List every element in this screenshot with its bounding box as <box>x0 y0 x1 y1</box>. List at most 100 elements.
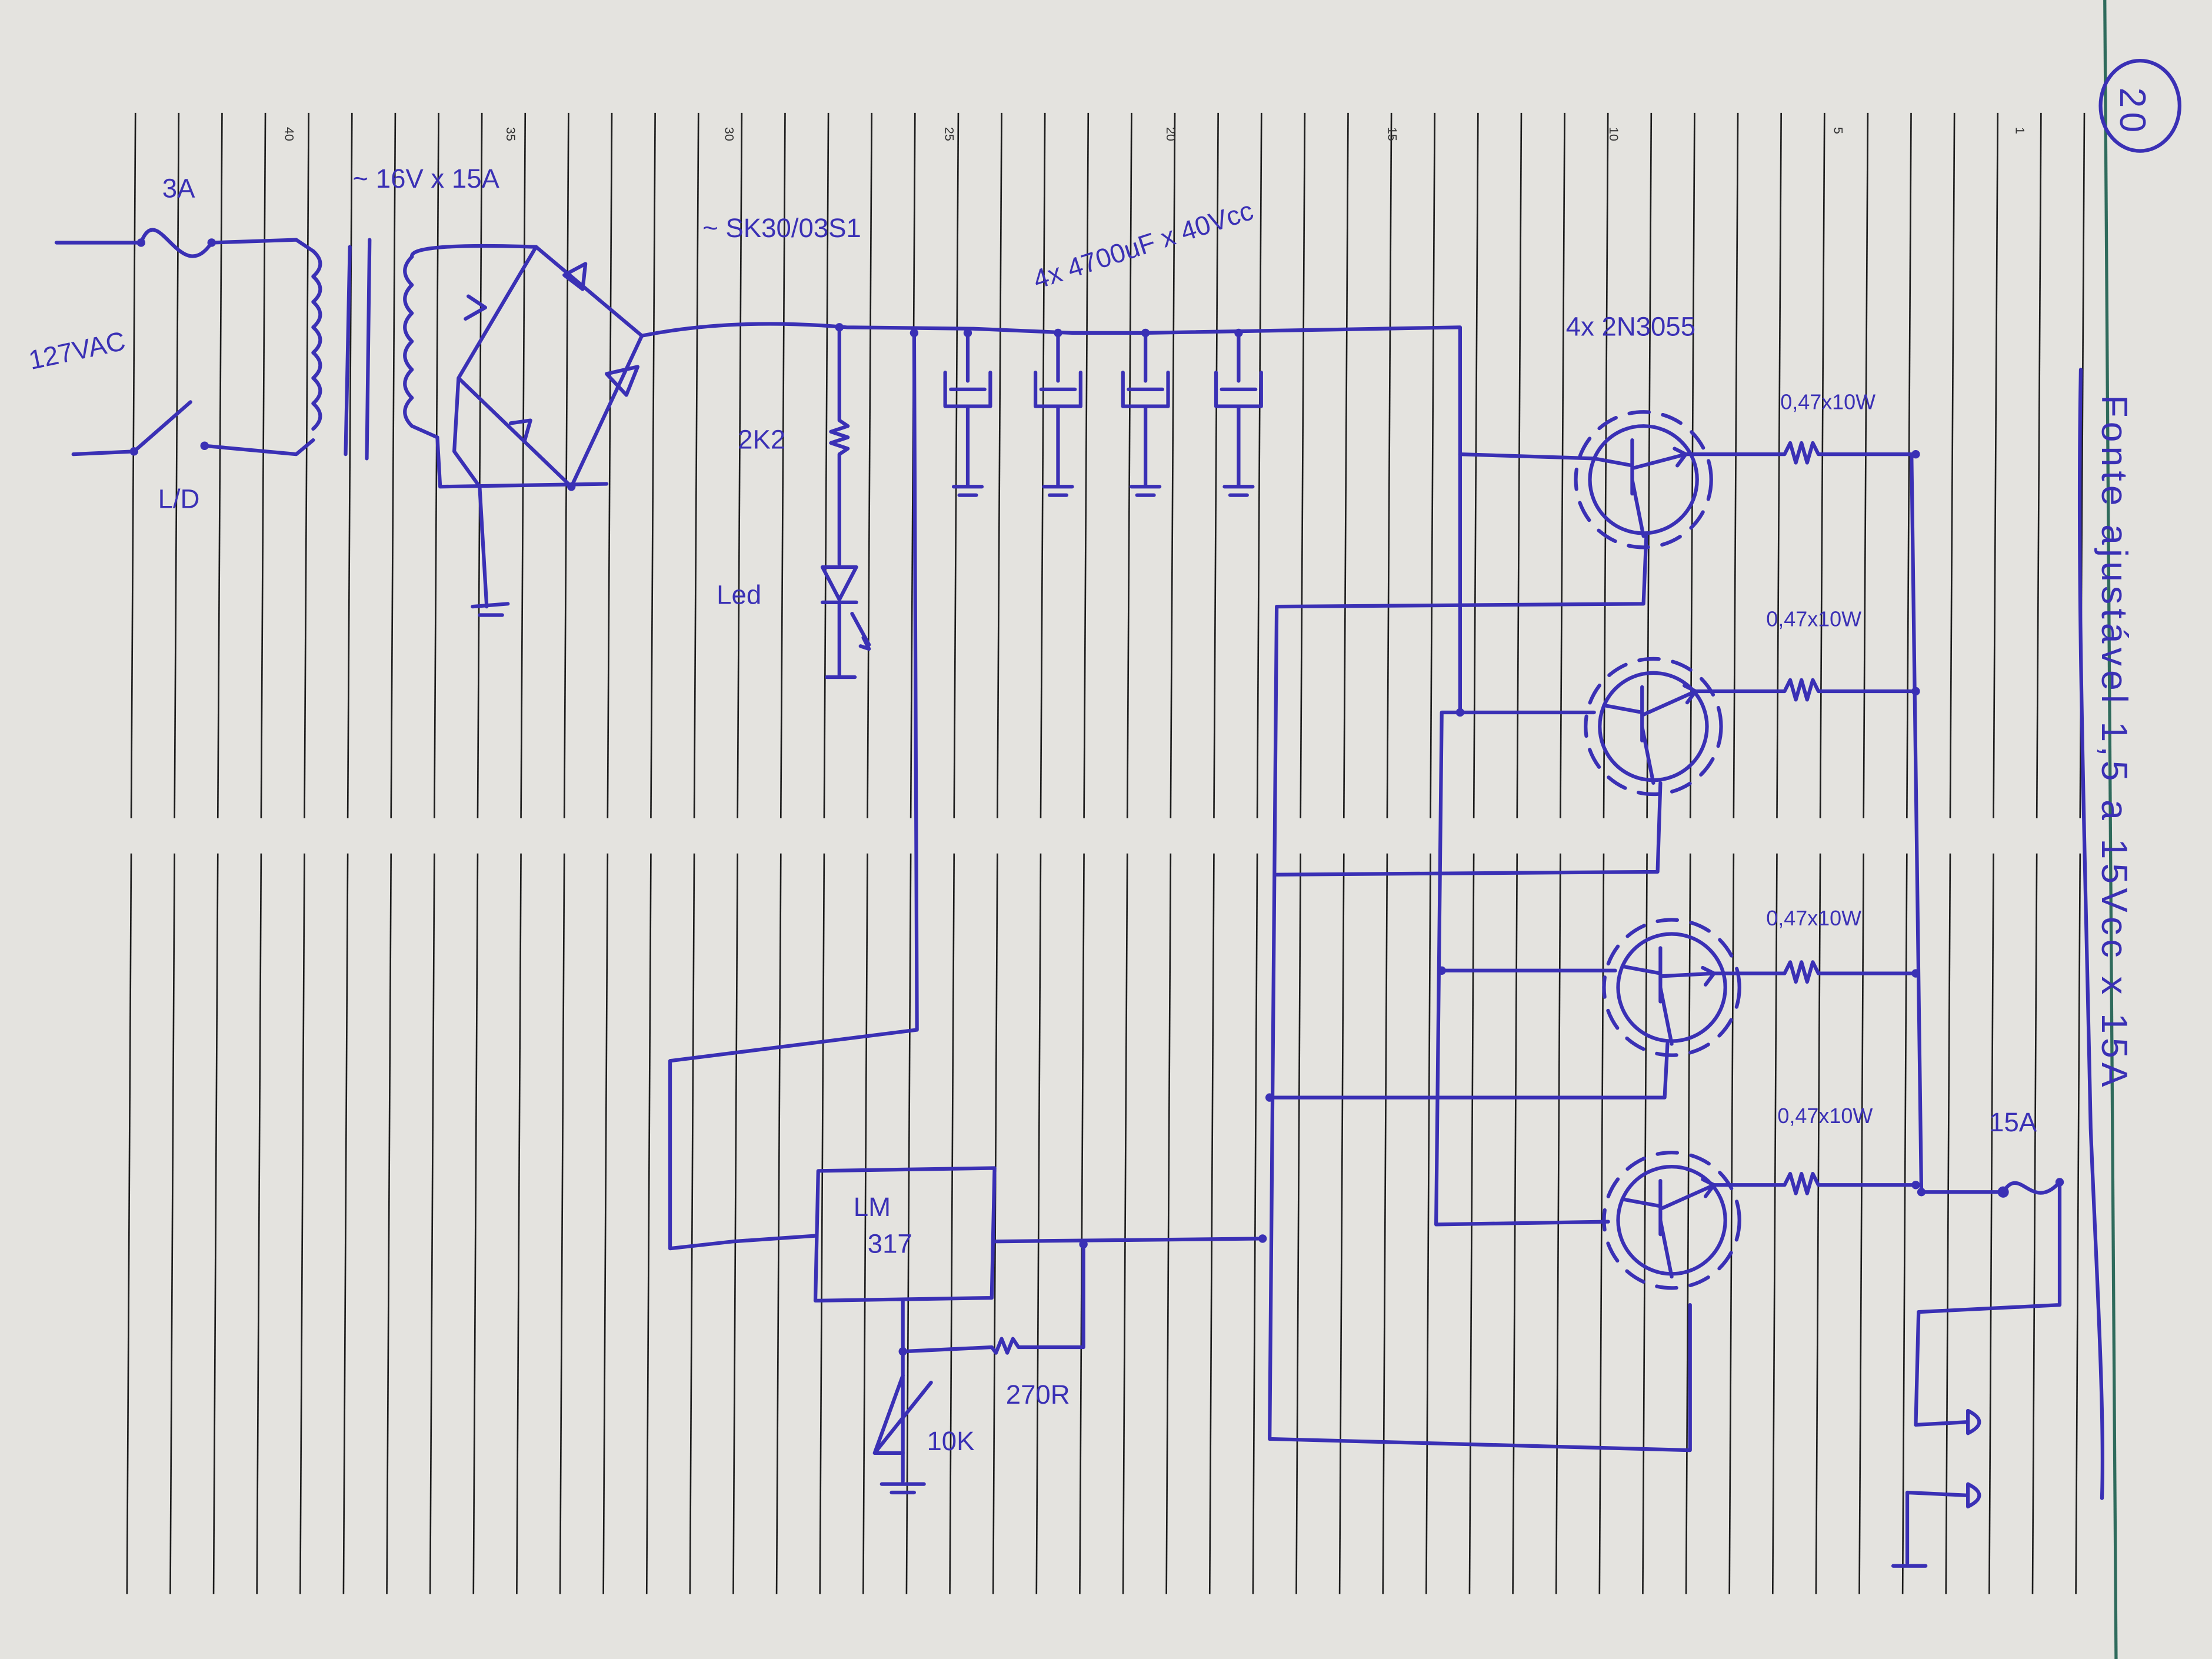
ruled-line <box>1430 112 1436 818</box>
page-number: 20 <box>2098 58 2181 153</box>
dc-rail <box>639 322 1596 461</box>
ruled-line <box>949 853 955 1594</box>
transistor-2n3055 <box>1584 657 1723 797</box>
ruled-line <box>1771 853 1778 1594</box>
ruled-line <box>169 853 175 1594</box>
capacitor-bank <box>943 328 1263 497</box>
potentiometer-label: 10K <box>927 1426 974 1456</box>
ruled-line <box>1993 112 1999 818</box>
ruled-line <box>260 112 266 818</box>
electrolytic-capacitor <box>1033 328 1082 497</box>
ruled-line <box>1858 853 1865 1594</box>
ruled-line <box>299 853 305 1594</box>
ruled-line <box>216 112 223 818</box>
ruled-line <box>862 853 868 1594</box>
ruled-line <box>953 112 960 818</box>
ruled-line <box>1776 112 1782 818</box>
emitter-resistor-label: 0,47x10W <box>1777 1104 1873 1128</box>
ruled-line <box>1728 853 1735 1594</box>
ruled-line <box>126 853 132 1594</box>
ruled-line <box>1906 112 1912 818</box>
ruled-line <box>1819 112 1825 818</box>
ruled-line <box>304 112 309 818</box>
ruled-line <box>516 853 522 1594</box>
margin-line <box>2103 0 2118 1659</box>
line-number: 20 <box>1164 127 1178 141</box>
ruled-lines <box>126 112 2086 1594</box>
ruled-line <box>1126 112 1132 818</box>
transistor-2n3055 <box>1602 918 1741 1057</box>
ruled-line <box>347 112 353 818</box>
ruled-line <box>693 112 699 818</box>
emitter-resistor <box>1712 960 1920 984</box>
ruled-line <box>732 853 738 1594</box>
line-number: 30 <box>722 127 737 141</box>
transistor-2n3055 <box>1574 410 1713 549</box>
ruled-line <box>1425 853 1431 1594</box>
ruled-line <box>212 853 219 1594</box>
ruled-line <box>650 112 656 818</box>
ruled-line <box>1208 853 1215 1594</box>
led-label: Led <box>717 579 761 609</box>
electrolytic-capacitor <box>1121 328 1170 497</box>
title-bracket <box>2077 368 2105 1500</box>
ruled-line <box>645 853 652 1594</box>
ruled-line <box>130 112 136 818</box>
transistors-label: 4x 2N3055 <box>1566 312 1695 342</box>
line-number: 1 <box>2013 127 2028 134</box>
ruled-line <box>520 112 527 818</box>
ruled-line <box>1170 112 1176 818</box>
ruled-line <box>563 112 569 818</box>
ruled-line <box>1256 112 1262 818</box>
led-branch <box>820 323 871 679</box>
emitter-resistor <box>1684 441 1920 465</box>
line-number: 25 <box>942 127 957 141</box>
ruled-line <box>1560 112 1565 818</box>
line-number: 10 <box>1607 127 1621 141</box>
ruled-line <box>1342 112 1349 818</box>
ruled-line <box>2031 853 2038 1594</box>
line-number: 35 <box>504 127 518 141</box>
ruled-line <box>1815 853 1821 1594</box>
ruled-line <box>472 853 479 1594</box>
emitter-resistor-label: 0,47x10W <box>1766 906 1861 930</box>
ruled-line <box>1035 853 1042 1594</box>
ruled-line <box>1386 112 1393 818</box>
ruled-line <box>2036 112 2042 818</box>
schematic-title: Fonte ajustável 1,5 a 15Vcc x 15A <box>2094 395 2134 1091</box>
ruled-line <box>1988 853 1994 1594</box>
mains-input <box>54 228 315 457</box>
ruled-line <box>602 853 609 1594</box>
regulator-label-line2: 317 <box>868 1228 912 1258</box>
line-numbers: 40 35 30 25 20 15 10 5 1 <box>282 127 2027 141</box>
ruled-line <box>1083 112 1090 818</box>
ruled-line <box>775 853 782 1594</box>
ruled-line <box>1382 853 1388 1594</box>
bridge-rectifier <box>452 245 644 617</box>
ruled-line <box>867 112 873 818</box>
ruled-line <box>1213 112 1219 818</box>
ruled-line <box>559 853 565 1594</box>
ruled-line <box>1295 853 1301 1594</box>
collector-bus <box>1434 452 1617 1227</box>
output-section <box>1891 452 2064 1568</box>
switch-label: L/D <box>158 484 200 514</box>
ruled-line <box>386 853 392 1594</box>
ruled-line <box>342 853 349 1594</box>
adjust-resistor-label: 270R <box>1006 1380 1070 1410</box>
svg-text:20: 20 <box>2112 88 2153 137</box>
emitter-resistor-label: 0,47x10W <box>1766 607 1861 631</box>
ruled-line <box>905 853 912 1594</box>
emitter-resistor <box>1712 1171 1920 1195</box>
ruled-line <box>1165 853 1172 1594</box>
ruled-line <box>1473 112 1479 818</box>
ruled-line <box>1252 853 1258 1594</box>
ruled-line <box>1685 853 1691 1594</box>
ruled-line <box>992 853 998 1594</box>
regulator-input-wire <box>668 331 919 1251</box>
ruled-line <box>256 853 262 1594</box>
led-resistor-label: 2K2 <box>738 425 785 455</box>
line-number: 40 <box>282 127 297 141</box>
ruled-line <box>1338 853 1345 1594</box>
ruled-line <box>823 112 830 818</box>
